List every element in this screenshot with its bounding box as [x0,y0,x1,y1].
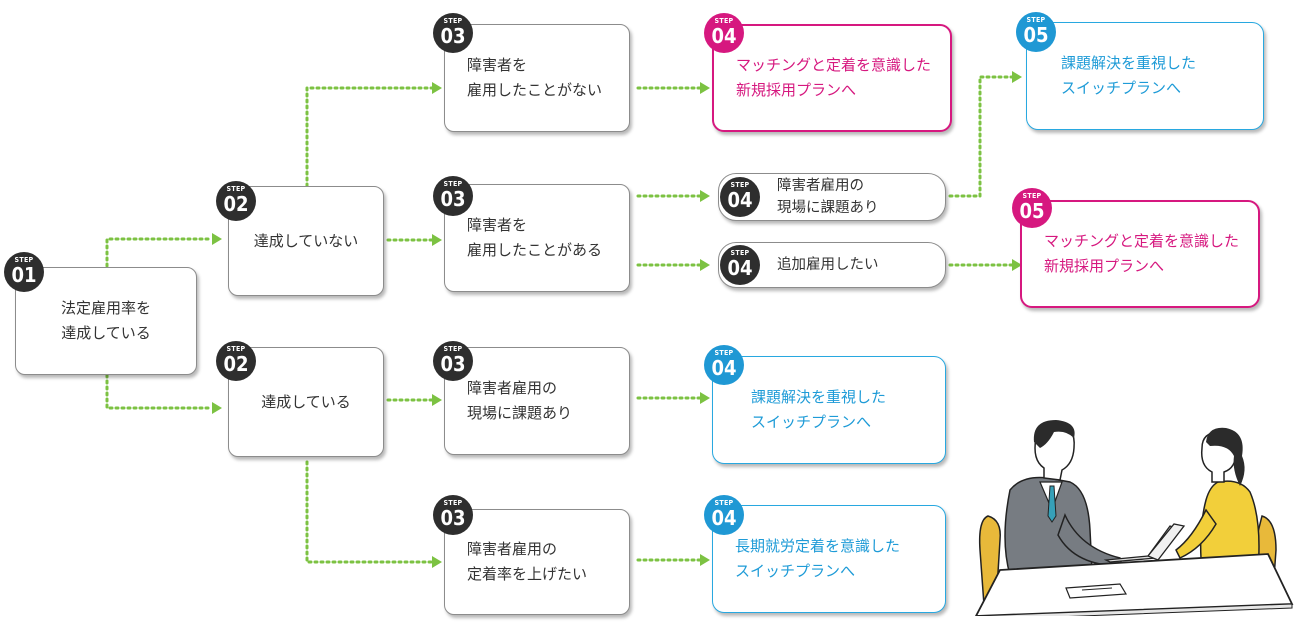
step-05-badge: STEP 05 [1016,12,1056,52]
step-number: 01 [11,263,37,287]
step-number: 04 [711,24,737,48]
step-number: 02 [223,192,249,216]
step-04-badge: STEP 04 [704,345,744,385]
step-label: STEP [730,249,750,257]
step-02-achieved-text: 達成している [261,392,351,411]
step-label: STEP [226,185,246,193]
step-04-switch-plan-text: 課題解決を重視した スイッチプランへ [751,388,887,431]
step-04-workplace-issue-text: 障害者雇用の 現場に課題あり [777,178,879,216]
step-03-no-hiring-box: 障害者を 雇用したことがない [444,24,630,132]
step-number: 03 [440,187,466,211]
step-label: STEP [14,256,34,264]
business-meeting-illustration [974,420,1294,616]
step-03-workplace-issue-box: 障害者雇用の 現場に課題あり [444,347,630,455]
step-04-additional-hire-text: 追加雇用したい [777,257,879,273]
step-03-badge: STEP 03 [433,495,473,535]
step-label: STEP [443,17,463,25]
step-05-switch-plan-box: 課題解決を重視した スイッチプランへ [1026,22,1264,130]
step-label: STEP [443,499,463,507]
step-04-badge: STEP 04 [704,13,744,53]
step-01-badge: STEP 01 [4,252,44,292]
step-number: 03 [440,24,466,48]
step-03-has-hired-box: 障害者を 雇用したことがある [444,184,630,292]
step-05-new-hire-plan-box: マッチングと定着を意識した 新規採用プランへ [1020,200,1260,308]
step-label: STEP [1026,16,1046,24]
step-04-new-hire-plan-box: マッチングと定着を意識した 新規採用プランへ [712,24,952,132]
step-number: 05 [1023,23,1049,47]
step-05-new-hire-plan-text: マッチングと定着を意識した 新規採用プランへ [1044,232,1240,275]
step-label: STEP [730,181,750,189]
step-number: 03 [440,352,466,376]
step-number: 04 [711,356,737,380]
step-label: STEP [443,345,463,353]
step-03-badge: STEP 03 [433,13,473,53]
step-label: STEP [443,180,463,188]
step-01-text: 法定雇用率を 達成している [60,299,151,342]
step-05-badge: STEP 05 [1012,188,1052,228]
step-label: STEP [714,349,734,357]
step-03-has-hired-text: 障害者を 雇用したことがある [467,216,603,259]
step-number: 04 [711,506,737,530]
step-04-badge: STEP 04 [720,245,760,285]
step-04-badge: STEP 04 [720,177,760,217]
step-04-badge: STEP 04 [704,495,744,535]
step-label: STEP [714,17,734,25]
step-number: 04 [727,256,753,280]
step-05-switch-plan-text: 課題解決を重視した スイッチプランへ [1061,54,1197,97]
step-04-switch-plan-box: 課題解決を重視した スイッチプランへ [712,356,946,464]
step-number: 04 [727,188,753,212]
step-04-new-hire-plan-text: マッチングと定着を意識した 新規採用プランへ [736,56,932,99]
step-03-no-hiring-text: 障害者を 雇用したことがない [467,56,603,99]
step-label: STEP [226,345,246,353]
step-label: STEP [714,499,734,507]
step-02-achieved-box: 達成している [228,347,384,457]
step-04-long-term-plan-box: 長期就労定着を意識した スイッチプランへ [712,505,946,613]
step-03-retention-box: 障害者雇用の 定着率を上げたい [444,509,630,615]
step-number: 02 [223,352,249,376]
step-04-long-term-plan-text: 長期就労定着を意識した スイッチプランへ [735,537,901,580]
step-03-badge: STEP 03 [433,341,473,381]
step-03-badge: STEP 03 [433,176,473,216]
step-02-badge: STEP 02 [216,181,256,221]
step-02-badge: STEP 02 [216,341,256,381]
step-02-not-achieved-text: 達成していない [253,231,359,250]
step-03-retention-text: 障害者雇用の 定着率を上げたい [467,540,588,583]
step-number: 05 [1019,199,1045,223]
step-label: STEP [1022,192,1042,200]
step-number: 03 [440,506,466,530]
step-01-box: 法定雇用率を 達成している [15,267,197,375]
step-03-workplace-issue-text: 障害者雇用の 現場に課題あり [467,379,573,422]
